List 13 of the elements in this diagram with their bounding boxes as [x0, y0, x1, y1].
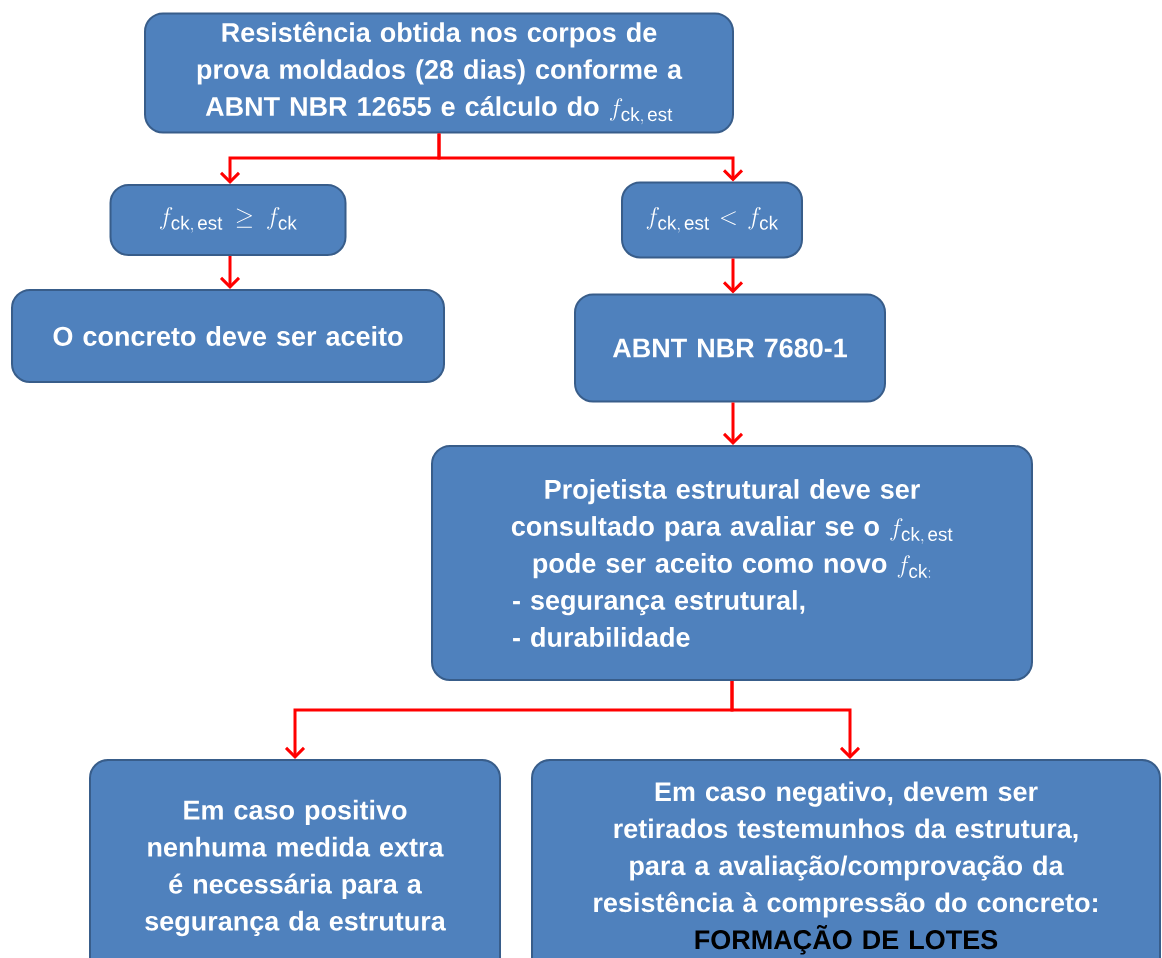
process-box: $f_{\mathrm{ck,\,est}} \geq f_{\mathrm{ck}}$ [109, 184, 347, 256]
arrow [730, 681, 861, 759]
arrow [437, 133, 744, 182]
process-box: Em caso negativo, devem ser retirados testemunhos da estrutura, para a avaliação/comprovação da resistência à compressão do concreto: FORMAÇÃO DE LOTES [531, 759, 1161, 958]
arrow [722, 402, 744, 445]
process-box: O concreto deve ser aceito [11, 289, 445, 383]
process-box: ABNT NBR 7680-1 [574, 293, 886, 403]
process-box: Resistência obtida nos corpos de prova moldados (28 dias) conforme a ABNT NBR 12655 e cálculo do $f_{\mathrm{ck,\,est}}$ [144, 12, 734, 134]
process-box: $f_{\mathrm{ck,\,est}} < f_{\mathrm{ck}}$ [621, 181, 803, 259]
arrow [722, 258, 744, 294]
process-box: Projetista estrutural deve ser consultado para avaliar se o $f_{\mathrm{ck,\,est}}$ pode ser aceito como novo $f_{\mathrm{ck}:}$ - segurança estrutural, - durabilidade [431, 445, 1033, 681]
arrow [219, 256, 241, 289]
process-box: Em caso positivo nenhuma medida extra é necessária para a segurança da estrutura [89, 759, 501, 958]
